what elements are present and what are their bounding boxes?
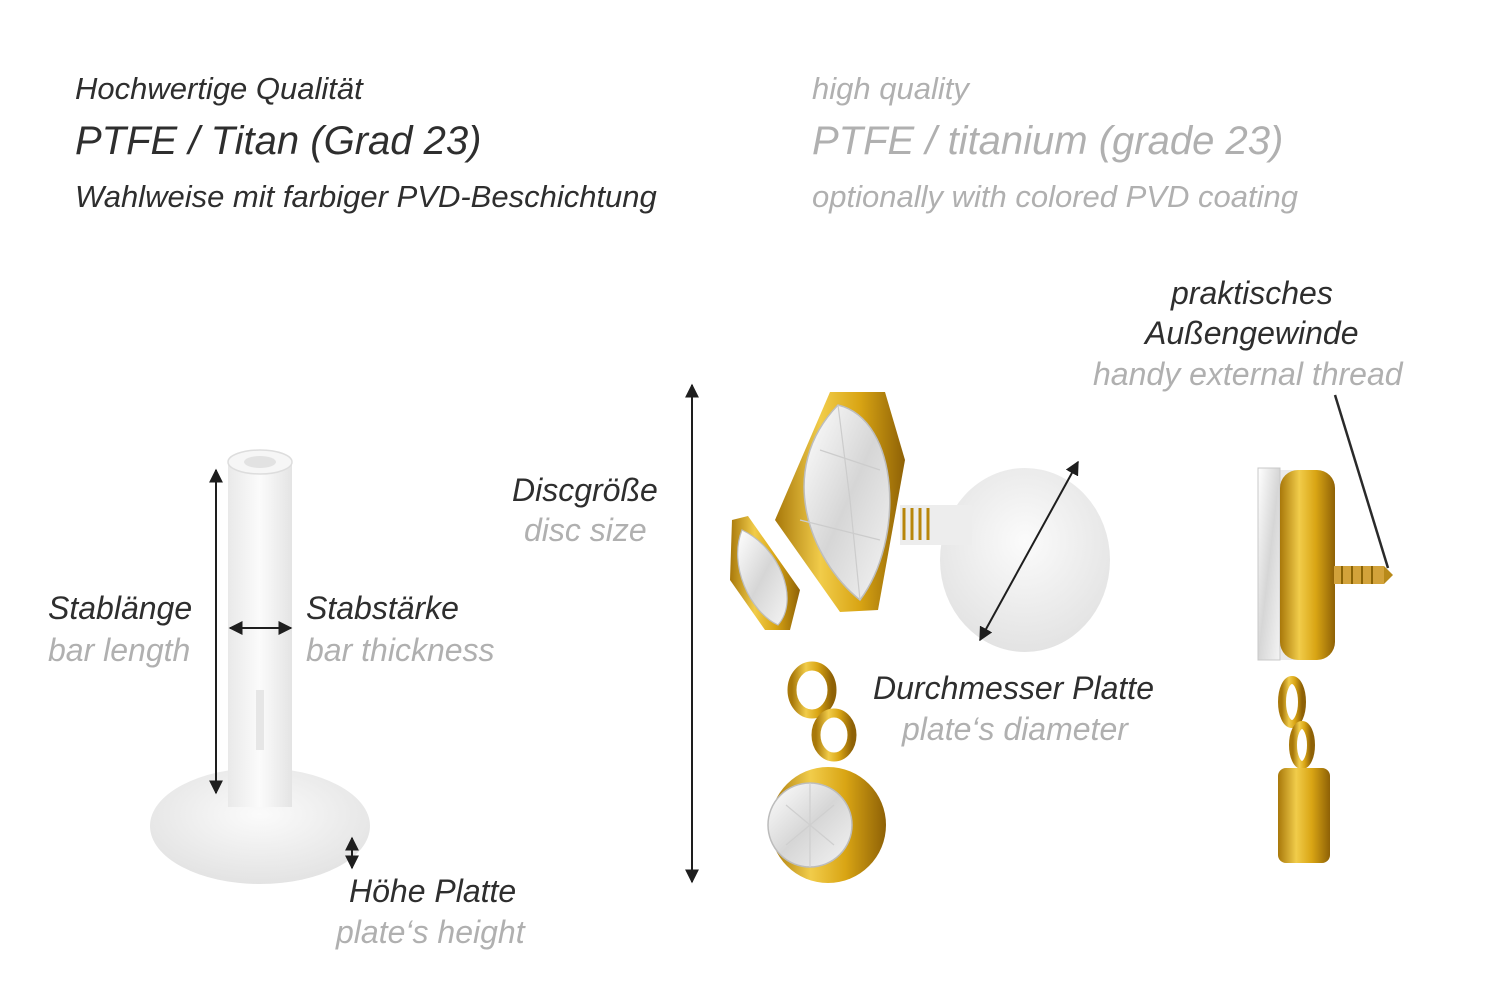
thread-label-en: handy external thread — [1093, 356, 1403, 392]
plate-height-label-en: plate‘s height — [336, 914, 525, 950]
plate-diameter-label-en: plate‘s diameter — [902, 711, 1128, 747]
header-en-line2: PTFE / titanium (grade 23) — [812, 119, 1284, 163]
thread-label-line2: Außengewinde — [1145, 315, 1359, 351]
plate-diameter-arrow — [979, 460, 1079, 642]
thread-label-line1: praktisches — [1171, 275, 1333, 311]
gold-jewel-side — [1257, 467, 1393, 863]
header-de-line2: PTFE / Titan (Grad 23) — [75, 119, 482, 163]
plate-height-label: Höhe Platte — [349, 873, 517, 909]
disc-size-label: Discgröße — [512, 472, 658, 508]
header-en-line3: optionally with colored PVD coating — [812, 179, 1298, 214]
disc-size-label-en: disc size — [524, 512, 647, 548]
ptfe-disc-middle — [900, 468, 1110, 652]
bar-thickness-label: Stabstärke — [306, 590, 459, 626]
gold-jewel-front — [730, 392, 905, 883]
header-en-line1: high quality — [812, 71, 969, 106]
bar-thickness-label-en: bar thickness — [306, 632, 495, 668]
bar-length-label: Stablänge — [48, 590, 193, 626]
plate-diameter-label: Durchmesser Platte — [873, 670, 1154, 706]
thread-pointer-line — [1333, 394, 1390, 569]
header-de-line3: Wahlweise mit farbiger PVD-Beschichtung — [75, 179, 657, 214]
bar-length-label-en: bar length — [48, 632, 191, 668]
header-de-line1: Hochwertige Qualität — [75, 71, 363, 106]
